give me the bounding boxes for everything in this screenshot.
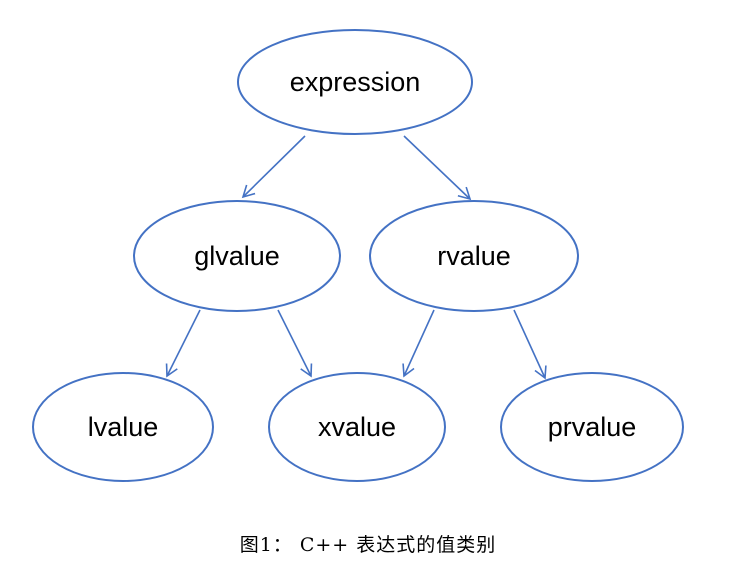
- edge-rvalue-to-prvalue: [513, 309, 547, 380]
- figure-caption: 图1： C++ 表达式的值类别: [239, 534, 497, 556]
- edge-glvalue-to-xvalue: [277, 309, 313, 378]
- node-glvalue-shape: [133, 200, 341, 312]
- node-xvalue-label: xvalue: [318, 412, 396, 442]
- node-rvalue-label: rvalue: [437, 241, 511, 271]
- node-xvalue: xvalue: [268, 372, 446, 482]
- node-expression-shape: [237, 29, 473, 135]
- node-prvalue-label: prvalue: [548, 412, 637, 442]
- node-lvalue-shape: [32, 372, 214, 482]
- edge-rvalue-to-xvalue: [402, 309, 435, 378]
- edge-expression-to-rvalue: [403, 135, 472, 201]
- node-rvalue-shape: [369, 200, 579, 312]
- node-prvalue: prvalue: [500, 372, 684, 482]
- node-glvalue: glvalue: [133, 200, 341, 312]
- edge-glvalue-to-lvalue: [165, 309, 201, 378]
- node-xvalue-shape: [268, 372, 446, 482]
- node-expression: expression: [237, 29, 473, 135]
- node-lvalue: lvalue: [32, 372, 214, 482]
- edges: [165, 135, 547, 380]
- node-expression-label: expression: [290, 67, 421, 97]
- node-lvalue-label: lvalue: [88, 412, 159, 442]
- node-glvalue-label: glvalue: [194, 241, 280, 271]
- edge-expression-to-glvalue: [241, 135, 306, 199]
- node-prvalue-shape: [500, 372, 684, 482]
- node-rvalue: rvalue: [369, 200, 579, 312]
